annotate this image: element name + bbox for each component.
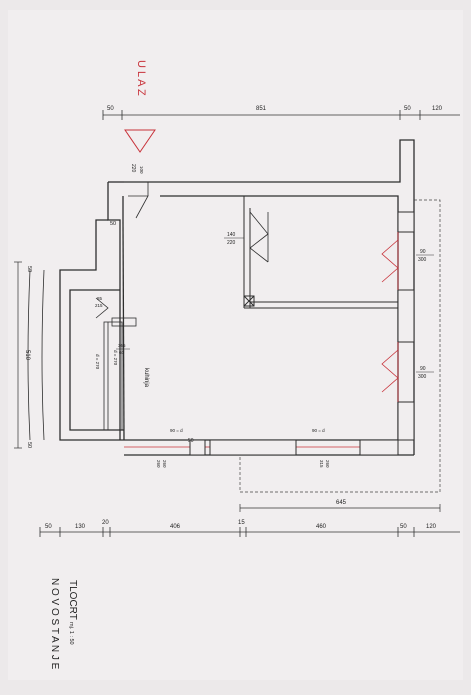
- label-window-upper-a: 90: [420, 249, 426, 255]
- label-niche-b: d = 270: [113, 350, 118, 366]
- dim-side-50d: 50: [188, 438, 194, 444]
- label-entrance-door-a: 100: [139, 166, 144, 174]
- top-dimension-line: [102, 110, 460, 120]
- dim-bottom-1: 50: [45, 524, 52, 530]
- sheet: [8, 10, 463, 680]
- label-kitchen-opening-b: 60: [119, 350, 125, 355]
- label-bottom-window-left-b: 260: [162, 460, 167, 468]
- entrance-label: U L A Z: [135, 60, 147, 96]
- drawing-subtitle: N O V O S T A N J E: [49, 578, 60, 670]
- dim-top-3: 50: [404, 106, 411, 112]
- drawing-scale: mj. 1 : 50: [68, 622, 74, 645]
- label-bottom-window-right-b: 260: [325, 460, 330, 468]
- label-window-upper-b: 300: [418, 257, 427, 263]
- label-small-door-b: 215: [95, 303, 103, 308]
- label-kitchen-opening-a: 365: [118, 343, 126, 348]
- label-d90-right: 90 = d: [312, 428, 325, 433]
- dim-bottom-4: 406: [170, 524, 181, 530]
- label-d90-left: 90 = d: [170, 428, 183, 433]
- label-window-lower-b: 300: [418, 374, 427, 380]
- right-wall-pillar-2: [397, 289, 415, 343]
- dim-bottom-3: 20: [102, 520, 109, 526]
- label-niche-a: d = 270: [95, 354, 100, 370]
- bottom-wall-segments: [189, 439, 399, 456]
- dim-side-645: 645: [336, 500, 347, 506]
- interior-partition: [243, 196, 398, 309]
- label-interior-door-b: 220: [227, 240, 236, 246]
- right-window-upper: [381, 232, 399, 290]
- dim-side-50a: 50: [26, 266, 32, 272]
- label-bottom-window-left-a: 260: [156, 460, 161, 468]
- right-wall-pillar-3: [397, 401, 415, 441]
- dim-top-2: 851: [256, 106, 267, 112]
- room-label-kitchen: kuhinja: [143, 368, 149, 388]
- dim-bottom-2: 130: [75, 524, 86, 530]
- label-window-lower-a: 90: [420, 366, 426, 372]
- dim-bottom-5: 15: [238, 520, 245, 526]
- dim-bottom-8: 120: [426, 524, 437, 530]
- side-dimensions: [14, 261, 441, 512]
- right-window-lower: [381, 342, 399, 402]
- kitchen-counter: [103, 321, 123, 431]
- dim-side-510: 510: [24, 350, 30, 361]
- label-interior-door-a: 140: [227, 232, 236, 238]
- dim-top-4: 120: [432, 106, 443, 112]
- entrance-arrow: [124, 129, 156, 153]
- dim-bottom-7: 50: [400, 524, 407, 530]
- dim-top-1: 50: [107, 106, 114, 112]
- dim-side-50b: 50: [26, 442, 32, 448]
- terrace-outline: [239, 199, 441, 493]
- dim-side-220: 220: [130, 164, 136, 173]
- bottom-dimension-line: [39, 527, 460, 537]
- label-bottom-window-right-a: 315: [319, 460, 324, 468]
- small-door-swing: [95, 297, 109, 319]
- dim-side-50c: 50: [110, 221, 116, 227]
- right-wall-pillar-1: [397, 211, 415, 233]
- left-outer-strip: [27, 269, 45, 441]
- label-small-door-a: 85: [97, 296, 103, 301]
- kitchen-block: [111, 317, 137, 327]
- interior-door-swing: [249, 211, 269, 263]
- dim-bottom-6: 460: [316, 524, 327, 530]
- entrance-door-swing: [128, 182, 149, 219]
- drawing-title: TLOCRT: [67, 580, 78, 620]
